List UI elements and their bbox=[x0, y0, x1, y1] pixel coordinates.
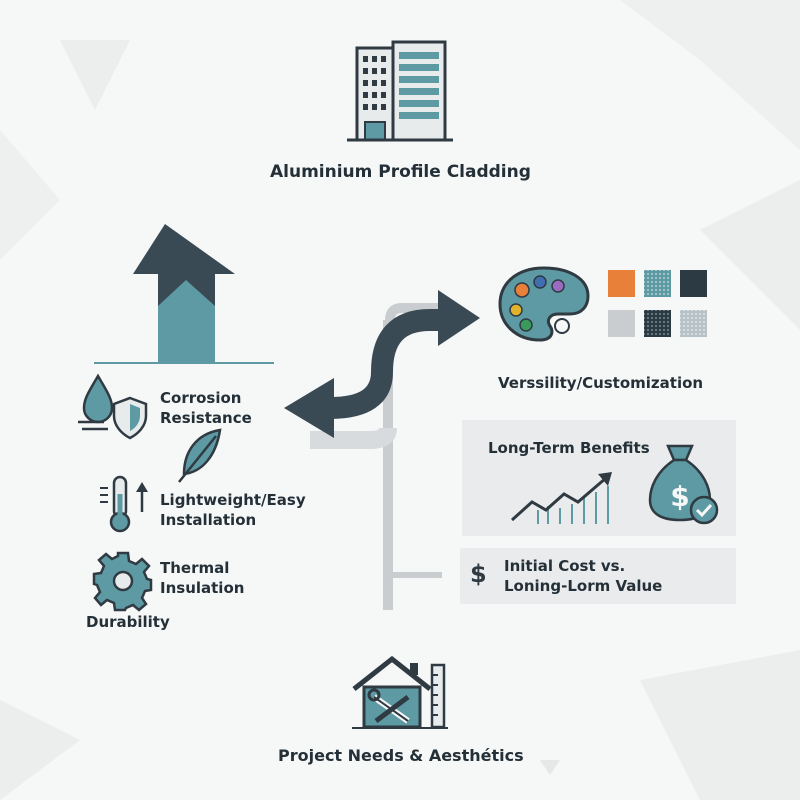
svg-text:$: $ bbox=[670, 480, 689, 513]
long-term-label: Long-Term Benefits bbox=[488, 439, 650, 457]
cost-label: Initial Cost vs. Loning-Lorm Value bbox=[504, 557, 663, 595]
lightweight-label: Lightweight/Easy Installation bbox=[160, 491, 306, 529]
durability-label: Durability bbox=[86, 613, 170, 631]
color-swatches bbox=[608, 270, 707, 337]
bottom-title: Project Needs & Aesthétics bbox=[278, 746, 524, 765]
growth-chart-icon bbox=[510, 472, 612, 524]
dollar-icon: $ bbox=[470, 560, 487, 588]
thermometer-icon bbox=[100, 475, 148, 533]
house-tools-icon bbox=[352, 655, 448, 729]
versatility-label: Verssility/Customization bbox=[498, 374, 704, 392]
up-arrow bbox=[94, 224, 274, 364]
money-bag-icon: $ bbox=[648, 444, 719, 525]
cost-card bbox=[460, 548, 736, 604]
central-connector bbox=[284, 290, 480, 610]
water-shield-icon bbox=[78, 373, 148, 440]
palette-icon bbox=[498, 266, 590, 342]
thermal-label: Thermal Insulation bbox=[160, 559, 245, 597]
gear-icon bbox=[92, 551, 153, 612]
feather-icon bbox=[178, 428, 222, 483]
corrosion-label: Corrosion Resistance bbox=[160, 389, 252, 427]
top-title: Aluminium Profile Cladding bbox=[270, 162, 531, 182]
building-icon bbox=[347, 40, 453, 142]
